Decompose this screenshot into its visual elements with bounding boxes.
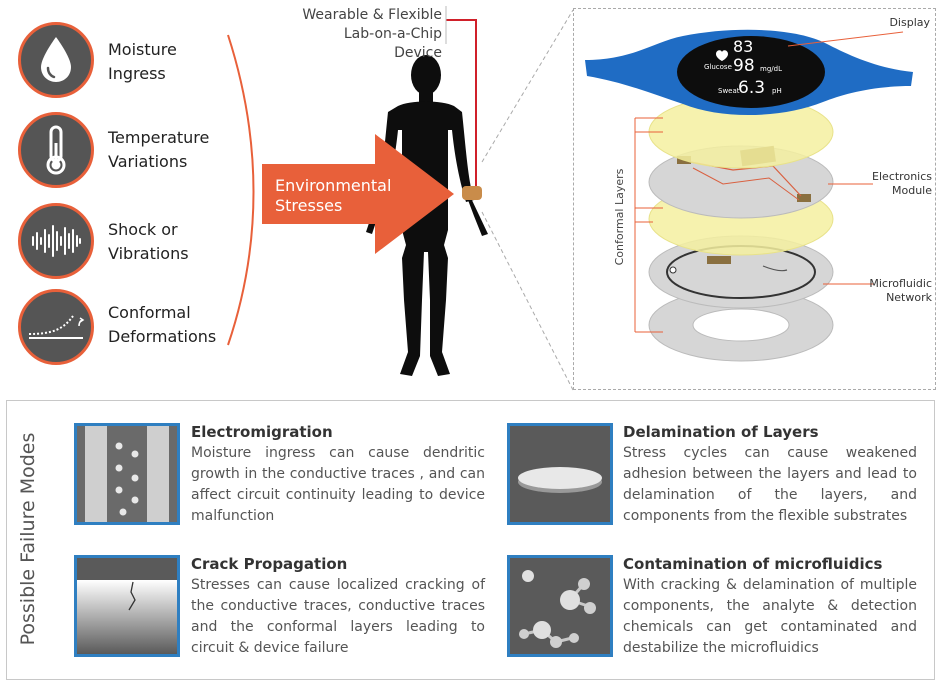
arrow-label: Environmental Stresses [275,176,392,215]
water-drop-icon [41,37,71,82]
shock-vibrations-label: Shock or Vibrations [108,220,189,263]
display-screen [677,36,825,108]
crack-propagation-image [74,555,180,657]
heart-icon [716,50,728,61]
conformal-layers-label: Conformal Layers [613,168,626,266]
screen-value-3: 6.3 [738,78,766,98]
screen-value-1: 83 [733,37,754,56]
microfluidic-network-label: Microfluidic Network [869,277,932,304]
delamination-image [507,423,613,525]
screen-unit-3: pH [772,87,782,95]
contamination-image [507,555,613,657]
exploded-layers-illustration [585,29,913,362]
electromigration-illustration [77,426,177,522]
temperature-variations-icon-circle [18,112,94,188]
crack-illustration [77,558,177,654]
screen-unit-2: mg/dL [760,65,782,73]
environmental-stress-arrow [262,134,454,254]
stressor-bracket [227,34,255,346]
shock-vibrations-icon-circle [18,203,94,279]
thermometer-icon [46,125,66,175]
delamination-illustration [510,426,610,522]
screen-label-3: Sweat [718,87,740,95]
moisture-ingress-label: Moisture Ingress [108,40,177,83]
sound-wave-icon [32,225,81,257]
conformal-deformations-icon-circle [18,289,94,365]
crack-propagation-title: Crack Propagation [191,555,348,573]
electromigration-desc: Moisture ingress can cause dendritic gro… [191,445,485,524]
failure-modes-panel: Possible Failure Modes Electromigration … [6,400,935,680]
screen-value-2: 98 [733,56,755,76]
wrist-device [462,186,482,200]
human-figure-illustration [227,6,574,391]
electromigration-image [74,423,180,525]
device-pointer-line [446,19,477,186]
crack-propagation-desc: Stresses can cause localized cracking of… [191,577,485,656]
display-label: Display [889,16,930,29]
moisture-ingress-icon-circle [18,22,94,98]
delamination-desc: Stress cycles can cause weakened adhesio… [623,445,917,524]
electronics-module-label: Electronics Module [872,170,932,197]
exploded-view-panel [573,8,936,390]
deformation-curve-icon [28,315,85,339]
delamination-title: Delamination of Layers [623,423,819,441]
contamination-desc: With cracking & delamination of multiple… [623,577,917,656]
molecule-illustration [510,558,610,654]
temperature-variations-label: Temperature Variations [108,128,210,171]
failure-modes-title: Possible Failure Modes [17,432,39,646]
device-label: Wearable & Flexible Lab-on-a-Chip Device [302,7,442,61]
electromigration-title: Electromigration [191,423,333,441]
conformal-deformations-label: Conformal Deformations [108,303,217,346]
screen-label-2: Glucose [704,63,732,71]
contamination-title: Contamination of microfluidics [623,555,883,573]
